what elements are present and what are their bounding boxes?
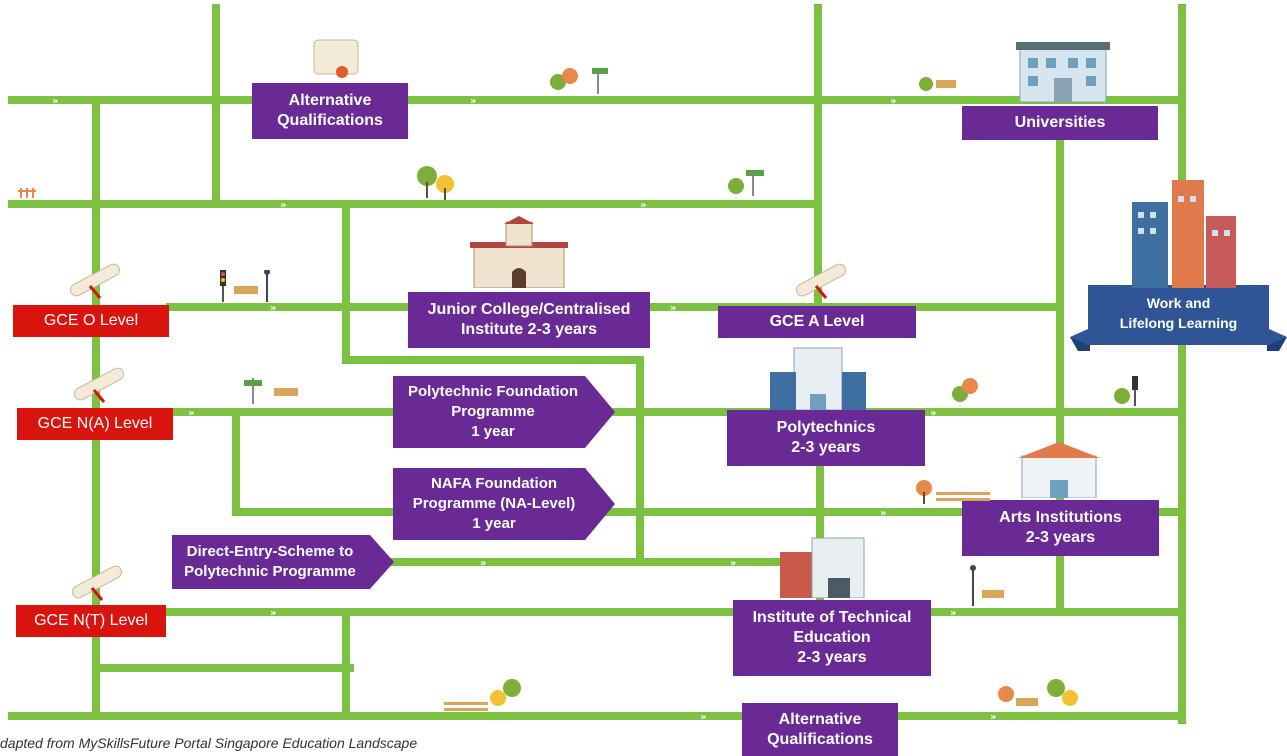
- ite-line-3: 2-3 years: [797, 649, 867, 666]
- svg-text:»: »: [270, 608, 276, 619]
- polytechnic-foundation-programme-box: Polytechnic Foundation Programme 1 year: [393, 376, 615, 448]
- alternative-qualifications-bottom-line-1: Alternative: [778, 710, 862, 728]
- source-caption: dapted from MySkillsFuture Portal Singap…: [0, 735, 418, 751]
- svg-text:»: »: [670, 303, 676, 314]
- svg-text:»: »: [890, 96, 896, 107]
- gce-na-level-box: GCE N(A) Level: [17, 408, 173, 440]
- work-lifelong-learning-banner: Work and Lifelong Learning: [1070, 285, 1287, 353]
- dsp-line-2: Polytechnic Programme: [184, 563, 356, 580]
- tree-icon: [728, 170, 764, 196]
- pfp-line-1: Polytechnic Foundation: [407, 383, 578, 400]
- svg-text:»: »: [480, 558, 486, 569]
- svg-text:»: »: [990, 712, 996, 723]
- tree-icon: [417, 166, 454, 200]
- ite-line-1: Institute of Technical: [752, 609, 912, 626]
- gce-nt-level-label: GCE N(T) Level: [34, 612, 148, 629]
- svg-text:»: »: [470, 96, 476, 107]
- gce-o-level-box: GCE O Level: [13, 305, 169, 337]
- tree-icon: [998, 679, 1078, 706]
- svg-text:»: »: [52, 96, 58, 107]
- svg-text:»: »: [280, 200, 286, 211]
- nafa-line-2: Programme (NA-Level): [412, 495, 576, 512]
- bench-icon: [919, 77, 956, 91]
- gce-a-level-box: GCE A Level: [718, 306, 916, 338]
- polytechnics-building-icon: [770, 347, 866, 410]
- polytechnics-line-2: 2-3 years: [791, 439, 861, 456]
- svg-text:»: »: [188, 408, 194, 419]
- work-line-1: Work and: [1146, 295, 1211, 311]
- junior-college-line-2: Institute 2-3 years: [460, 321, 598, 338]
- polytechnics-line-1: Polytechnics: [776, 419, 876, 436]
- nafa-line-3: 1 year: [472, 515, 516, 532]
- scroll-icon: [313, 39, 359, 78]
- svg-text:»: »: [270, 303, 276, 314]
- signpost-icon: [592, 68, 608, 94]
- nafa-line-1: NAFA Foundation: [430, 475, 558, 492]
- svg-text:»: »: [640, 200, 646, 211]
- nafa-foundation-programme-box: NAFA Foundation Programme (NA-Level) 1 y…: [393, 468, 615, 540]
- universities-label: Universities: [1014, 114, 1106, 131]
- polytechnics-box: Polytechnics 2-3 years: [727, 410, 925, 466]
- svg-text:»: »: [930, 408, 936, 419]
- scroll-icon: [795, 263, 847, 299]
- traffic-light-icon: [1114, 376, 1138, 406]
- scroll-icon: [73, 367, 125, 403]
- scroll-icon: [69, 263, 121, 299]
- direct-entry-scheme-box: Direct-Entry-Scheme to Polytechnic Progr…: [172, 535, 394, 589]
- gce-na-level-label: GCE N(A) Level: [37, 415, 153, 432]
- work-line-2: Lifelong Learning: [1119, 315, 1238, 331]
- arts-building-icon: [1018, 442, 1100, 498]
- arts-institutions-box: Arts Institutions 2-3 years: [962, 500, 1159, 556]
- tree-icon: [550, 68, 578, 90]
- junior-college-line-1: Junior College/Centralised: [427, 301, 631, 318]
- arts-line-1: Arts Institutions: [999, 509, 1122, 526]
- gce-nt-level-box: GCE N(T) Level: [16, 605, 166, 637]
- city-skyline-icon: [1132, 180, 1236, 288]
- pfp-line-3: 1 year: [471, 423, 515, 440]
- tree-icon: [444, 679, 521, 711]
- bench-icon: [244, 378, 298, 404]
- svg-text:»: »: [700, 712, 706, 723]
- alternative-qualifications-bottom-line-2: Qualifications: [767, 730, 873, 748]
- tree-icon: [952, 378, 978, 402]
- arts-line-2: 2-3 years: [1025, 529, 1096, 546]
- university-building-icon: [1016, 42, 1110, 103]
- junior-college-building-icon: [470, 216, 568, 288]
- fence-icon: [916, 480, 990, 504]
- universities-box: Universities: [962, 106, 1158, 140]
- ite-line-2: Education: [793, 629, 871, 646]
- dsp-line-1: Direct-Entry-Scheme to: [186, 543, 354, 560]
- gce-a-level-label: GCE A Level: [769, 313, 865, 330]
- svg-text:»: »: [730, 558, 736, 569]
- svg-text:»: »: [880, 508, 886, 519]
- pfp-line-2: Programme: [451, 403, 535, 420]
- svg-text:»: »: [950, 608, 956, 619]
- scroll-icon: [71, 565, 123, 601]
- lamp-bench-icon: [970, 565, 1004, 606]
- gce-o-level-label: GCE O Level: [43, 312, 139, 329]
- traffic-light-icon: [220, 270, 270, 302]
- alternative-qualifications-top-line-2: Qualifications: [277, 112, 383, 129]
- alternative-qualifications-top-line-1: Alternative: [288, 92, 372, 109]
- ite-building-icon: [780, 537, 865, 598]
- fence-icon: [18, 188, 36, 198]
